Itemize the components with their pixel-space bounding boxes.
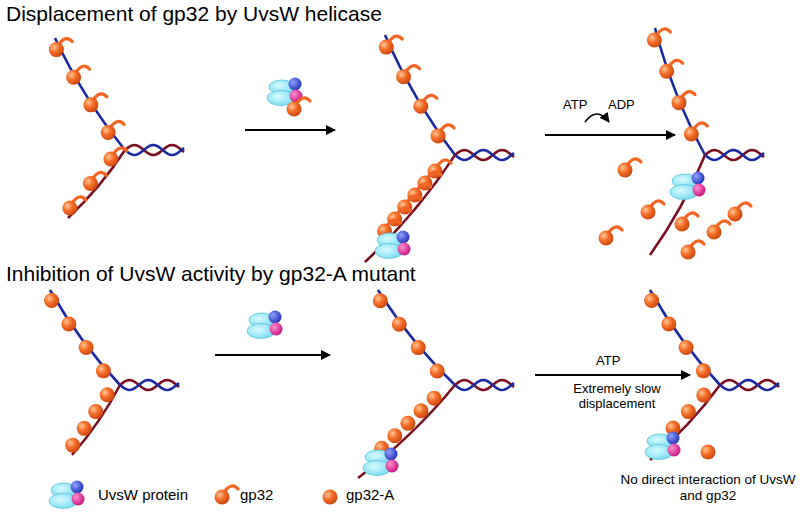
dsdna-strand	[455, 150, 514, 160]
dsdna-strand	[720, 380, 779, 390]
dsdna-strand	[125, 145, 184, 155]
gp32-protein	[681, 241, 705, 260]
gp32-a-protein	[77, 421, 92, 436]
gp32-protein	[684, 123, 708, 142]
annotation: ATP	[563, 98, 587, 113]
gp32-a-protein	[430, 364, 445, 379]
dsdna-strand	[120, 380, 179, 390]
section-heading: Inhibition of UvsW activity by gp32-A mu…	[6, 262, 416, 286]
uvsw-protein	[49, 481, 85, 509]
legend-text: UvsW protein	[98, 486, 188, 503]
gp32-a-protein	[61, 316, 76, 331]
ssdna-strand	[50, 290, 120, 385]
gp32-protein	[599, 227, 623, 246]
gp32-a-protein	[696, 388, 711, 403]
gp32-a-protein	[79, 340, 94, 355]
gp32-protein	[641, 201, 665, 220]
gp32-protein	[707, 221, 731, 240]
gp32-a-protein	[400, 416, 415, 431]
ssdna-strand	[365, 155, 455, 262]
ssdna-strand	[378, 290, 455, 385]
gp32-a-protein	[100, 387, 115, 402]
gp32-a-protein	[644, 293, 659, 308]
annotation: No direct interaction of UvsW and gp32	[620, 472, 796, 503]
gp32-a-protein	[413, 403, 428, 418]
gp32-protein	[287, 98, 311, 117]
uvsw-protein	[247, 311, 283, 339]
gp32-a-protein	[427, 391, 442, 406]
ssdna-strand	[55, 38, 125, 150]
gp32-a-protein	[96, 363, 111, 378]
dsdna-strand	[720, 380, 779, 390]
gp32-a-protein	[373, 293, 388, 308]
gp32-protein	[397, 196, 421, 215]
gp32-a-protein	[88, 404, 103, 419]
gp32-protein	[672, 92, 696, 111]
dsdna-strand	[455, 380, 514, 390]
gp32-a-protein	[681, 404, 696, 419]
gp32-protein	[379, 36, 403, 55]
gp32-protein	[675, 213, 699, 232]
gp32-a-protein	[323, 490, 338, 505]
gp32-protein	[387, 208, 411, 227]
gp32-protein	[49, 39, 73, 58]
ssdna-strand	[650, 155, 705, 255]
gp32-protein	[728, 203, 752, 222]
reaction-arrows	[215, 114, 690, 375]
gp32-a-protein	[701, 445, 716, 460]
gp32-protein	[417, 172, 441, 191]
uvsw-protein	[670, 172, 706, 200]
legend-text: gp32	[240, 486, 273, 503]
dsdna-strand	[120, 380, 179, 390]
ssdna-strand	[358, 385, 455, 478]
uvsw-protein	[645, 432, 681, 460]
ssdna-strand	[650, 290, 720, 385]
gp32-a-protein	[411, 340, 426, 355]
uvsw-protein	[363, 448, 399, 476]
gp32-a-protein	[387, 428, 402, 443]
gp32-protein	[103, 148, 127, 167]
dsdna-strand	[125, 145, 184, 155]
dsdna-strand	[705, 150, 764, 160]
ssdna-strand	[385, 35, 455, 155]
gp32-a-protein	[392, 317, 407, 332]
gp32-protein	[101, 121, 125, 140]
gp32-protein	[427, 160, 451, 179]
gp32-protein	[659, 60, 683, 79]
annotation: Extremely slow displacement	[562, 382, 672, 412]
gp32-protein	[618, 159, 642, 178]
gp32-protein	[83, 172, 107, 191]
dsdna-strand	[705, 150, 764, 160]
dsdna-strand	[455, 150, 514, 160]
gp32-protein	[413, 95, 437, 114]
gp32-a-protein	[65, 438, 80, 453]
gp32-a-protein	[679, 340, 694, 355]
gp32-protein	[83, 94, 107, 113]
dsdna-strand	[455, 380, 514, 390]
uvsw-protein	[375, 231, 411, 259]
legend-text: gp32-A	[346, 486, 394, 503]
gp32-protein	[396, 66, 420, 85]
gp32-protein	[66, 66, 90, 85]
section-heading: Displacement of gp32 by UvsW helicase	[6, 2, 382, 26]
gp32-protein	[407, 184, 431, 203]
gp32-a-protein	[661, 316, 676, 331]
gp32-a-protein	[44, 293, 59, 308]
gp32-protein	[215, 486, 239, 505]
annotation: ATP	[596, 354, 620, 369]
gp32-protein	[431, 125, 455, 144]
gp32-protein	[647, 29, 671, 48]
annotation: ADP	[608, 98, 635, 113]
gp32-protein	[62, 197, 86, 216]
gp32-a-protein	[696, 363, 711, 378]
